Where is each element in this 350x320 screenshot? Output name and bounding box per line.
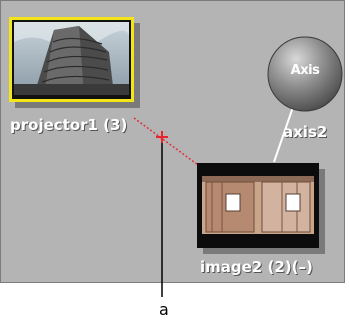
axis-label: axis2 (283, 123, 328, 141)
axis-title: Axis (290, 63, 320, 78)
callout-label: a (159, 300, 169, 319)
axis-connection[interactable] (273, 106, 294, 163)
axis-node[interactable] (266, 35, 344, 113)
image-label: image2 (2)(–) (200, 258, 313, 276)
projector-label: projector1 (3) (10, 116, 128, 134)
projector-preview-image (14, 22, 129, 95)
crosshair-icon (156, 131, 168, 143)
image-preview-image (202, 176, 314, 234)
dotted-connection[interactable] (133, 117, 206, 171)
projector-node[interactable] (9, 17, 134, 102)
image-node[interactable] (197, 163, 319, 248)
